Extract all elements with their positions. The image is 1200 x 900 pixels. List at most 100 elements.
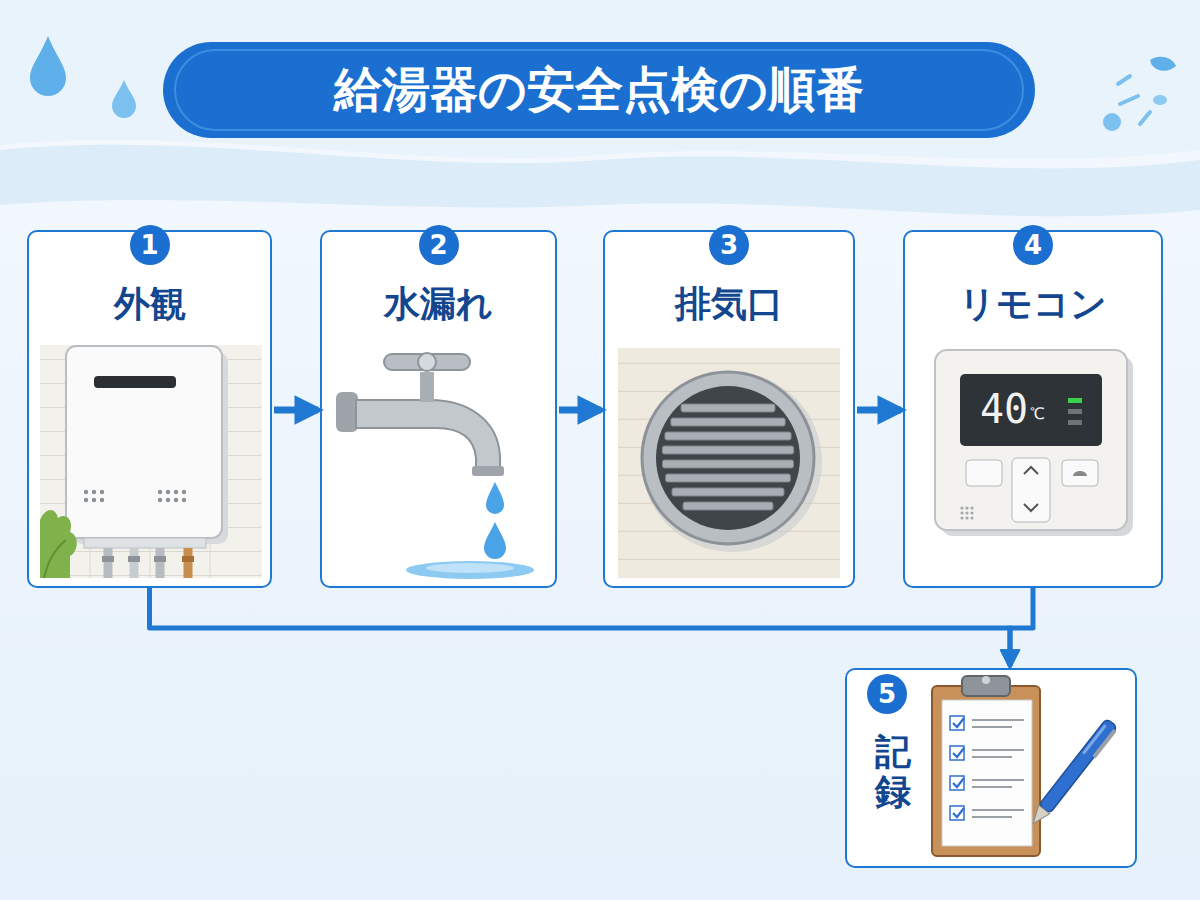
illustration-part — [1068, 420, 1082, 425]
step-number: 5 — [878, 681, 896, 707]
illustration-part — [102, 556, 114, 562]
water-drop — [112, 80, 136, 118]
check-box — [950, 776, 964, 790]
illustration-part — [962, 676, 1010, 696]
illustration-part — [966, 460, 1002, 486]
step-number: 1 — [140, 232, 158, 258]
illustration-part — [154, 556, 166, 562]
display-reading: 40 — [980, 386, 1028, 432]
step-heading: 水漏れ — [322, 280, 555, 329]
check-mark — [953, 718, 964, 727]
vent-louver — [681, 404, 775, 412]
flow-arrow — [274, 407, 318, 414]
card-ground — [603, 230, 855, 588]
illustration-part — [965, 506, 968, 509]
illustration-part — [935, 350, 1127, 530]
water-drop — [30, 36, 66, 96]
exhaust-vent-illustration — [618, 348, 840, 578]
illustration-part — [336, 392, 358, 432]
step-number-badge: 3 — [709, 225, 749, 265]
vent-louver — [672, 488, 784, 496]
vent-louver — [662, 446, 793, 454]
step-number: 3 — [720, 232, 738, 258]
illustration-part — [108, 548, 188, 578]
illustration-part — [66, 346, 222, 538]
illustration-part — [982, 676, 990, 684]
card-ground — [903, 230, 1163, 588]
step-card: 外観 1 — [27, 230, 272, 588]
illustration-part — [100, 490, 104, 494]
illustration-part — [950, 716, 1024, 820]
illustration-part — [965, 516, 968, 519]
faucet-illustration — [336, 353, 534, 579]
water-heater-illustration — [40, 345, 262, 578]
illustration-part — [960, 516, 963, 519]
flow-arrow — [857, 407, 901, 414]
illustration-part — [1062, 460, 1098, 486]
illustration-part — [1068, 398, 1082, 403]
step-heading: 記録 — [875, 732, 911, 811]
illustration-part — [104, 548, 113, 578]
illustration-part — [94, 376, 176, 388]
illustration-part — [384, 354, 470, 370]
illustration-part — [40, 510, 77, 578]
vent-louver — [662, 460, 793, 468]
step-card: 水漏れ 2 — [320, 230, 557, 588]
illustration-part — [960, 506, 963, 509]
illustration-part — [942, 700, 1032, 846]
illustration-part — [174, 498, 178, 502]
check-line — [972, 810, 1024, 817]
illustration-part — [656, 386, 800, 530]
step-heading: 外観 — [29, 280, 270, 329]
water-splash — [1118, 76, 1150, 124]
illustration-part — [1012, 458, 1050, 522]
illustration-part — [158, 490, 162, 494]
illustration-part — [642, 372, 822, 552]
illustration-part — [486, 482, 504, 514]
illustration-part — [40, 345, 262, 578]
illustration-part — [92, 490, 96, 494]
check-box — [950, 716, 964, 730]
illustration-part — [472, 466, 504, 476]
card-ground — [845, 668, 1137, 868]
flow-arrow — [559, 407, 601, 414]
illustration-part — [100, 498, 104, 502]
water-splash — [1150, 57, 1176, 71]
illustration-part — [642, 372, 814, 544]
diagram-title: 給湯器の安全点検の順番 — [163, 42, 1035, 138]
check-mark — [953, 808, 964, 817]
step-heading: リモコン — [905, 280, 1161, 329]
illustration-part — [1082, 724, 1107, 754]
illustration-part — [158, 498, 162, 502]
illustration-part — [484, 522, 506, 559]
illustration-part — [662, 404, 793, 510]
title-banner — [163, 42, 1035, 138]
vent-louver — [683, 502, 773, 510]
illustration-part — [174, 490, 178, 494]
illustration-part — [418, 353, 436, 371]
flow-arrow — [150, 588, 1011, 666]
step-number: 2 — [429, 232, 447, 258]
step-card: 排気口 3 — [603, 230, 855, 588]
step-number-badge: 1 — [130, 225, 170, 265]
illustration-part — [156, 548, 165, 578]
illustration-part — [618, 348, 840, 578]
step-heading: 排気口 — [605, 280, 853, 329]
step-card: 記録 5 — [845, 668, 1137, 868]
illustration-part — [44, 540, 66, 578]
illustration-part — [182, 556, 194, 562]
step-number: 4 — [1024, 232, 1042, 258]
illustration-part — [932, 686, 1040, 856]
illustration-part — [84, 490, 88, 494]
step-number-badge: 2 — [419, 225, 459, 265]
illustration-part — [970, 511, 973, 514]
remote-illustration — [935, 350, 1133, 536]
illustration-part — [406, 561, 534, 579]
illustration-part — [1073, 471, 1087, 476]
illustration-part — [960, 374, 1102, 446]
vent-louver — [671, 418, 785, 426]
illustration-part — [960, 506, 973, 519]
